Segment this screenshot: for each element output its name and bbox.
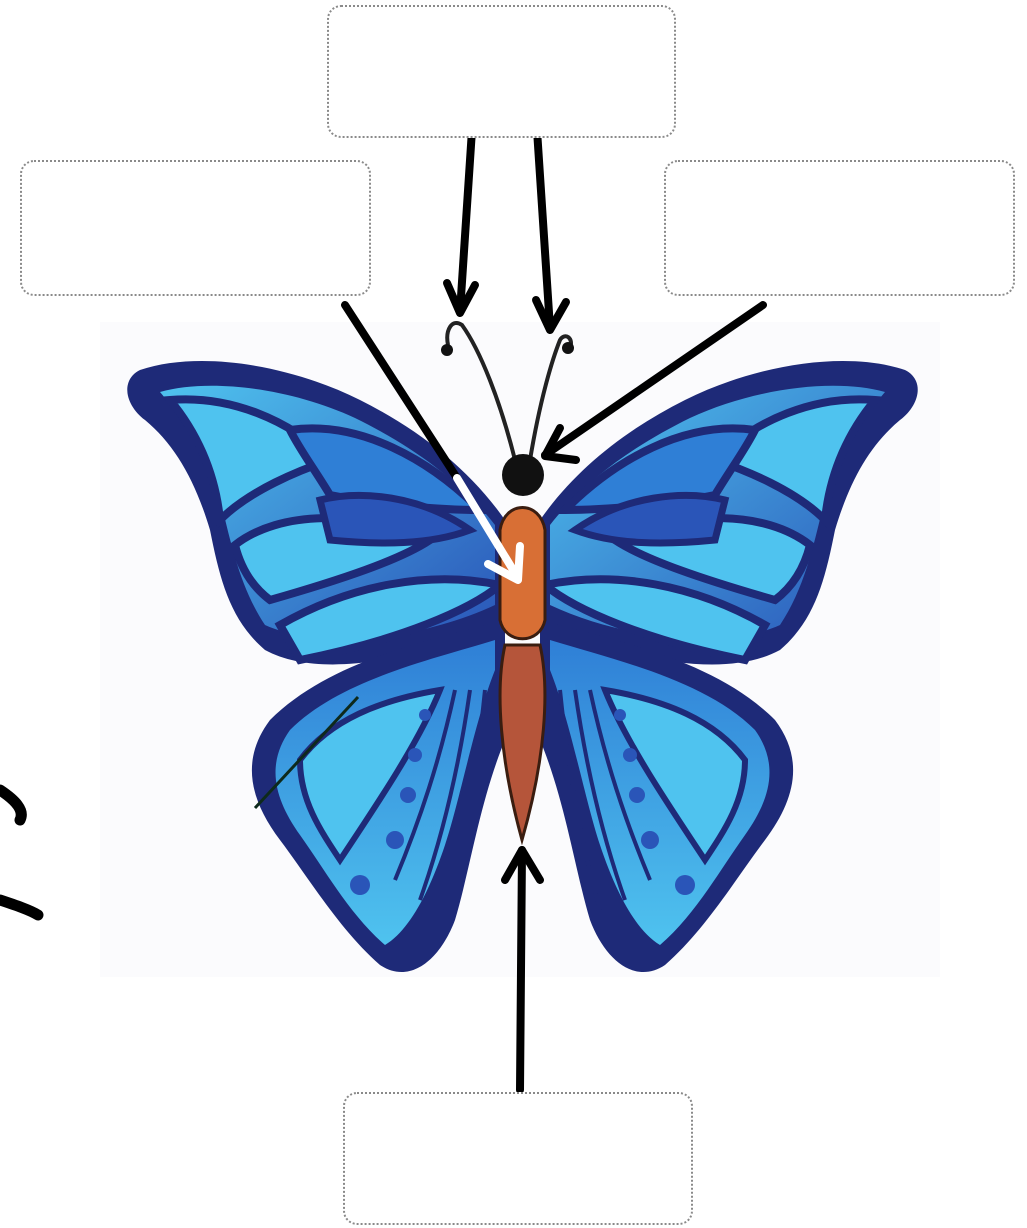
arrow-to-right-antenna: [536, 130, 566, 330]
stray-pen-marks: [0, 790, 38, 915]
label-box-left[interactable]: [20, 160, 371, 296]
label-box-top[interactable]: [327, 5, 676, 138]
label-box-bottom[interactable]: [343, 1092, 693, 1225]
head: [502, 454, 544, 496]
arrow-to-left-antenna: [447, 130, 475, 313]
label-box-right[interactable]: [664, 160, 1015, 296]
